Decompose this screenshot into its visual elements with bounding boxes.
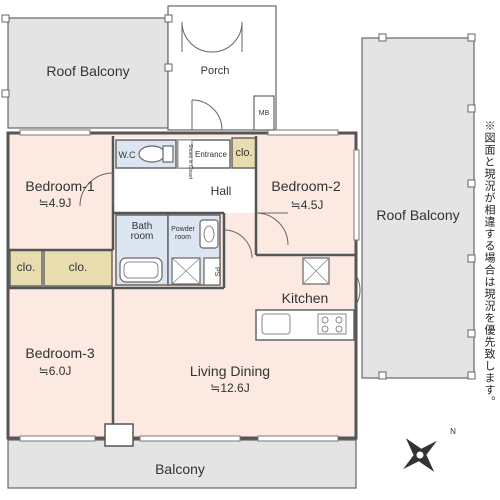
clo-left-floor <box>9 249 43 287</box>
living-dining-area: ≒12.6J <box>210 381 250 395</box>
mb-label: MB <box>258 110 270 117</box>
bedroom3-area: ≒6.0J <box>38 364 72 378</box>
compass-icon <box>403 438 437 472</box>
bedroom3-name: Bedroom-3 <box>25 345 95 361</box>
wc-label: W.C <box>118 150 136 160</box>
powder-room-label: Powder room <box>171 226 195 241</box>
bedroom2-name: Bedroom-2 <box>271 178 341 194</box>
bedroom1-name: Bedroom-1 <box>25 178 95 194</box>
bath-room-label: Bath room <box>130 221 154 242</box>
clo-mid-floor <box>43 249 113 287</box>
roof-balcony-right-label: Roof Balcony <box>376 207 460 223</box>
roof-balcony-left-area <box>7 17 169 129</box>
toilet <box>138 145 166 163</box>
hall-label: Hall <box>210 184 232 198</box>
ps-label: PS <box>213 267 220 277</box>
bedroom2-area: ≒4.5J <box>290 198 324 212</box>
mb-box <box>253 95 275 131</box>
balcony-label: Balcony <box>155 461 205 477</box>
bathtub <box>119 257 163 283</box>
roof-balcony-right-area <box>361 37 475 379</box>
kitchen-counter <box>255 309 355 341</box>
wash-basin <box>199 219 219 249</box>
interior-walls <box>8 136 356 437</box>
living-dining-name: Living Dining <box>189 363 271 379</box>
windows <box>19 129 360 442</box>
clo-entrance-label: clo. <box>235 147 253 159</box>
bedroom1-area: ≒4.9J <box>38 196 72 210</box>
compass-n-label: N <box>450 427 456 436</box>
roof-balcony-left-label: Roof Balcony <box>46 63 130 79</box>
railing-posts <box>1 14 476 380</box>
disclaimer-note: ※図面と現況が相違する場合は現況を優先致します。 <box>483 120 495 408</box>
shoes-closet-floor <box>177 139 193 169</box>
ps-floor <box>203 257 221 286</box>
balcony-area <box>7 439 357 489</box>
clo-left-label: clo. <box>16 260 36 274</box>
shoes-in-closet-label: Shoes in Closet <box>187 144 193 180</box>
kitchen-label: Kitchen <box>281 290 329 306</box>
entrance-label: Entrance <box>194 150 228 159</box>
door-swings <box>79 21 361 306</box>
pillar <box>104 423 134 447</box>
clo-mid-label: clo. <box>68 260 88 274</box>
porch-label: Porch <box>200 65 230 77</box>
